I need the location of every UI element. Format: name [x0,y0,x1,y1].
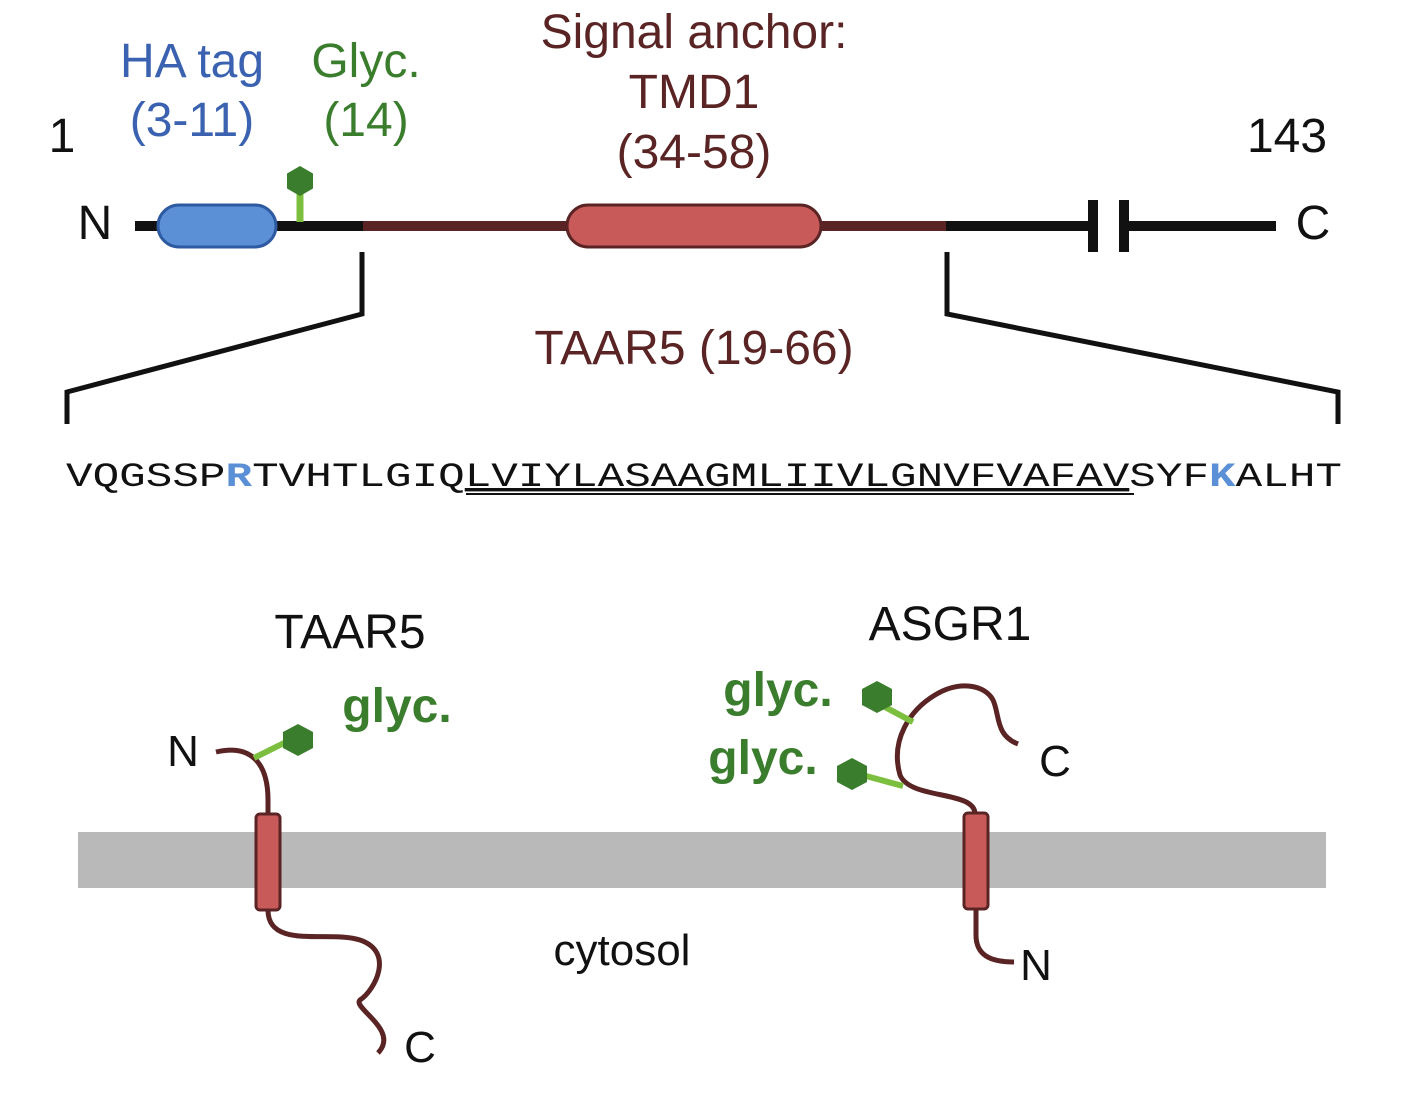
taar5-c-label: C [404,1023,436,1072]
tmd-range: (34-58) [617,126,772,179]
ha-tag-range: (3-11) [130,94,254,147]
c-terminus-label: C [1296,197,1331,250]
asgr1-glycan-hexagon-lower-icon [837,758,867,790]
asgr1-glyc-label-lower: glyc. [708,732,817,785]
taar5-glycan-hexagon-icon [283,724,313,756]
sequence-end: ALHT [1236,459,1342,497]
asgr1-glyc-stem-upper [881,703,915,725]
asgr1-title: ASGR1 [869,598,1032,651]
zoom-bracket-right [944,252,1341,424]
construct-schematic: 1 143 HA tag (3-11) Glyc. (14) Signal an… [49,6,1341,424]
ha-tag-domain [156,203,278,249]
ha-tag-label: HA tag [120,35,264,88]
start-residue-label: 1 [49,110,76,163]
taar5-glyc-label: glyc. [342,680,451,733]
zoom-bracket-left [64,252,365,424]
tmd-label-line1: Signal anchor: [541,6,848,59]
sequence-pre: VQGSSP [66,459,225,497]
taar5-title: TAAR5 [274,606,425,659]
tmd-domain [565,203,823,249]
asgr1-glyc-stem-lower [865,773,904,789]
cytosol-label: cytosol [554,926,691,975]
sequence-highlight-k: K [1209,459,1236,497]
sequence-tmd-underlined: LVIYLASAAGMLIIVLGNVFVAFAV [465,459,1130,497]
asgr1-c-label: C [1039,737,1071,786]
asgr1-tmd [962,811,990,911]
taar5-chain-extracellular [215,747,271,816]
n-terminus-label: N [78,197,113,250]
taar5-chain-cytosolic [265,909,387,1055]
asgr1-glyc-label-upper: glyc. [723,664,832,717]
end-residue-label: 143 [1247,110,1327,163]
glyc-position: (14) [323,94,408,147]
glycan-hexagon-icon [287,166,313,196]
sequence-highlight-r: R [225,459,252,497]
sequence-mid: TVHTLGIQ [252,459,465,497]
glyc-label: Glyc. [311,35,420,88]
taar5-segment-label: TAAR5 (19-66) [534,322,853,375]
membrane-bilayer [78,832,1326,888]
taar5-n-label: N [167,727,199,776]
tmd-label-line2: TMD1 [629,66,760,119]
asgr1-n-label: N [1020,941,1052,990]
asgr1-glycan-hexagon-upper-icon [862,681,892,713]
asgr1-chain-extracellular [894,683,1020,815]
membrane-topology: cytosol TAAR5 glyc. N C ASGR1 glyc. glyc… [78,598,1326,1072]
asgr1-chain-cytosolic [973,909,1015,965]
taar5-tmd [254,812,282,912]
sequence-post: SYF [1129,459,1209,497]
